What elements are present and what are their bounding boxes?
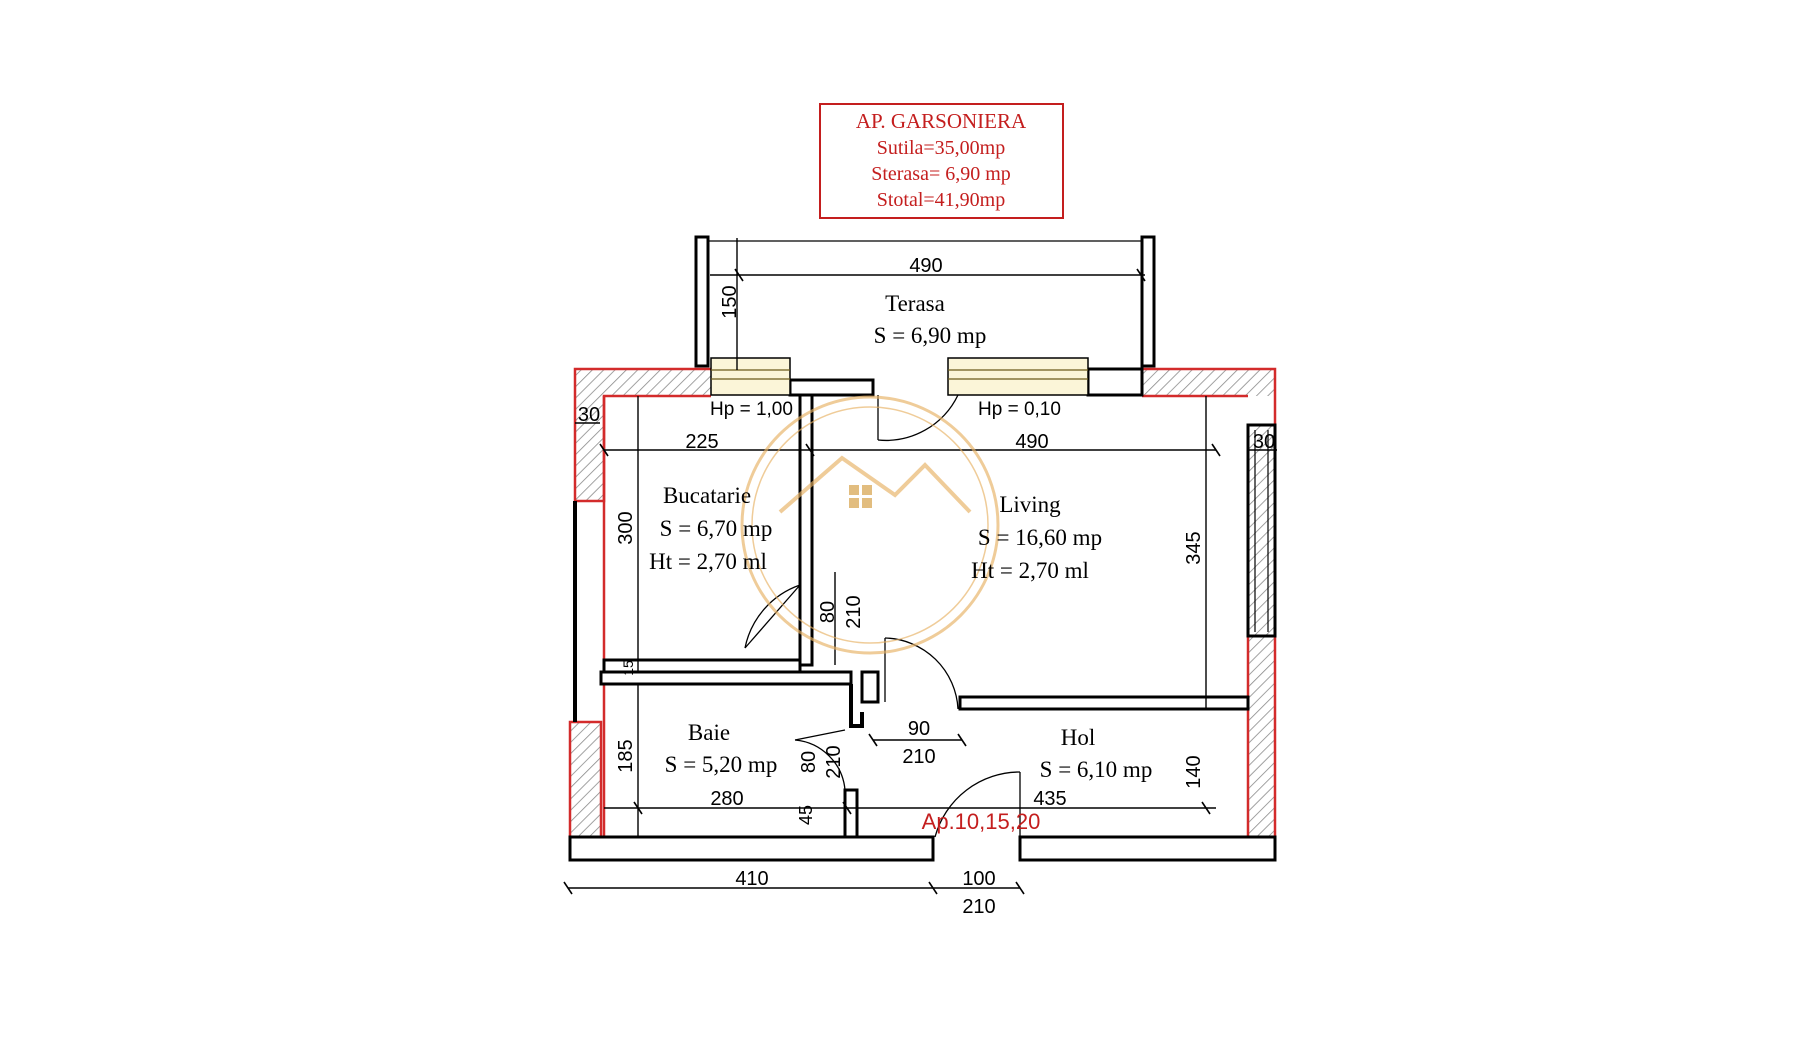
kitchen-window-sill: Hp = 1,00	[710, 399, 793, 420]
summary-line-usable: Sutila=35,00mp	[877, 137, 1006, 159]
watermark	[740, 395, 1000, 655]
interior-walls	[568, 367, 1277, 862]
dim-wall-left: 30	[578, 404, 600, 426]
terrace	[694, 235, 1156, 368]
dim-kitchen-door-height: 210	[843, 595, 865, 628]
living-area: S = 16,60 mp	[978, 525, 1102, 550]
living-window-sill: Hp = 0,10	[978, 399, 1061, 420]
dim-bath-depth: 185	[615, 739, 637, 772]
window-kitchen	[710, 357, 791, 396]
door-entry	[934, 771, 1021, 838]
summary-title: AP. GARSONIERA	[856, 109, 1027, 133]
bath-area: S = 5,20 mp	[665, 752, 778, 777]
hall-name: Hol	[1061, 725, 1096, 750]
window-living	[947, 357, 1089, 396]
dim-terrace-depth: 150	[719, 285, 741, 318]
door-bath	[794, 729, 846, 791]
dim-hall-depth: 140	[1183, 755, 1205, 788]
dim-bath-wall: 45	[796, 805, 816, 825]
living-height: Ht = 2,70 ml	[971, 558, 1089, 583]
house-logo-icon	[778, 455, 972, 514]
door-living	[884, 637, 959, 710]
door-kitchen	[744, 584, 801, 649]
dim-wall-small: 15	[620, 660, 636, 676]
kitchen-name: Bucatarie	[663, 483, 751, 508]
apartment-numbers: Ap.10,15,20	[922, 809, 1041, 834]
dim-bottom-left: 410	[735, 868, 768, 890]
dim-wall-right: 30	[1253, 431, 1275, 453]
terrace-area: S = 6,90 mp	[874, 323, 987, 348]
summary-line-terrace: Sterasa= 6,90 mp	[871, 163, 1011, 185]
hall-area: S = 6,10 mp	[1040, 757, 1153, 782]
area-summary-box: AP. GARSONIERA Sutila=35,00mp Sterasa= 6…	[819, 103, 1064, 219]
dim-living-width: 490	[1015, 431, 1048, 453]
dim-entry-width: 100	[962, 868, 995, 890]
dim-hall-door-height: 210	[902, 746, 935, 768]
dim-bath-door-height: 210	[823, 745, 845, 778]
kitchen-area: S = 6,70 mp	[660, 516, 773, 541]
dim-bath-door-width: 80	[798, 751, 820, 773]
dim-kitchen-depth: 300	[615, 511, 637, 544]
dim-entry-height: 210	[962, 896, 995, 918]
living-name: Living	[999, 492, 1061, 517]
dim-kitchen-door-width: 80	[817, 601, 839, 623]
terrace-name: Terasa	[885, 291, 945, 316]
dim-terrace-width: 490	[909, 255, 942, 277]
dim-living-depth: 345	[1183, 531, 1205, 564]
summary-line-total: Stotal=41,90mp	[877, 189, 1006, 211]
dim-hall-door-width: 90	[908, 718, 930, 740]
exterior-walls	[568, 367, 1277, 839]
dim-hall-width: 435	[1033, 788, 1066, 810]
dimension-lines	[563, 238, 1277, 895]
kitchen-height: Ht = 2,70 ml	[649, 549, 767, 574]
dim-kitchen-width: 225	[685, 431, 718, 453]
door-terrace	[877, 394, 959, 442]
bath-name: Baie	[688, 720, 730, 745]
dim-bath-width: 280	[710, 788, 743, 810]
